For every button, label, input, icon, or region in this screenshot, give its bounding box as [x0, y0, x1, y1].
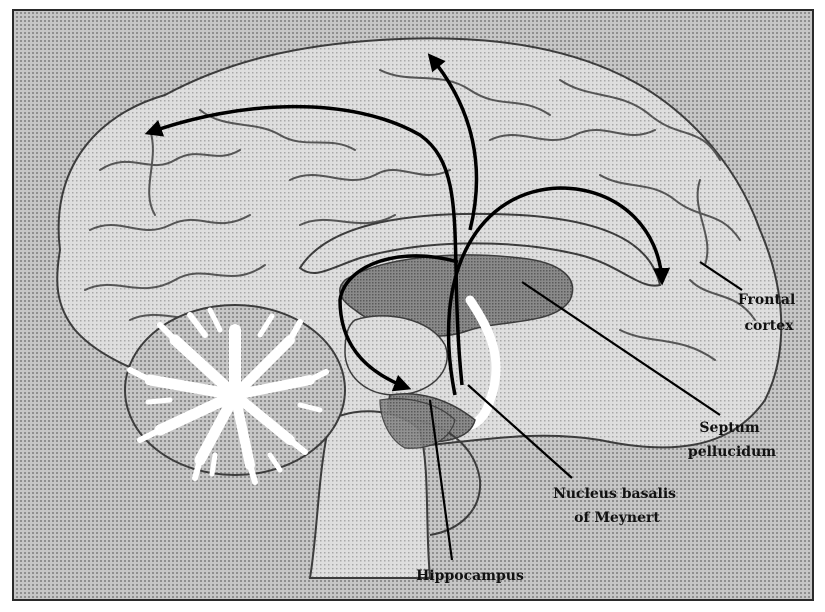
label-hippocampus: Hippocampus	[416, 568, 524, 584]
